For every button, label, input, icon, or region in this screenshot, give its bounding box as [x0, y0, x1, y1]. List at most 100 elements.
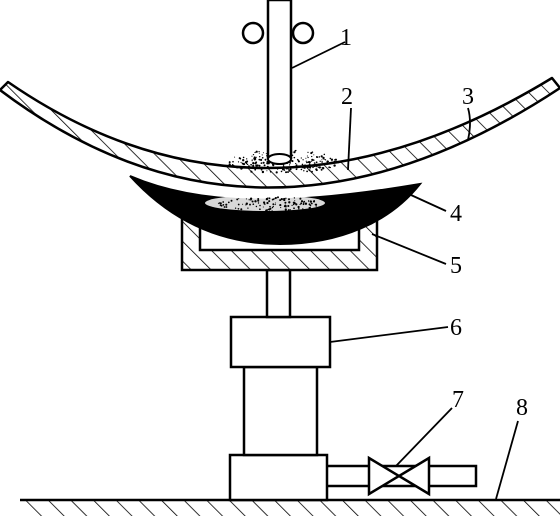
powder-dot [246, 158, 248, 160]
powder-dot [258, 164, 261, 167]
base-block [228, 453, 329, 502]
powder-dot [237, 203, 240, 206]
powder-dot [316, 155, 318, 158]
powder-dot [279, 199, 282, 202]
powder-dot [252, 162, 255, 165]
powder-dot [310, 202, 313, 205]
powder-dot [231, 164, 234, 166]
powder-dot [265, 197, 269, 201]
powder-dot [268, 200, 271, 203]
powder-dot [311, 155, 313, 158]
powder-dot [254, 151, 256, 154]
powder-dot [295, 149, 297, 151]
callout-4: 4 [450, 201, 462, 227]
powder-dot [329, 166, 331, 169]
powder-dot [242, 166, 245, 169]
powder-dot [265, 152, 267, 155]
powder-dot [265, 209, 268, 212]
powder-dot [260, 168, 263, 171]
powder-dot [260, 158, 263, 161]
powder-dot [266, 201, 269, 205]
powder-dot [297, 160, 300, 163]
callout-7: 7 [452, 387, 464, 413]
powder-dot [321, 161, 323, 163]
powder-dot [255, 150, 258, 153]
powder-dot [283, 205, 286, 208]
powder-dot [308, 160, 311, 164]
callout-2: 2 [341, 84, 353, 110]
powder-dot [234, 207, 237, 209]
powder-dot [274, 202, 276, 204]
powder-dot [274, 203, 276, 206]
powder-dot [320, 168, 323, 171]
powder-dot [225, 203, 228, 206]
powder-dot [269, 207, 272, 210]
powder-dot [301, 163, 304, 166]
powder-dot [261, 170, 265, 174]
powder-dot [274, 197, 277, 199]
powder-dot [240, 208, 243, 211]
powder-dot [280, 197, 283, 201]
powder-dot [251, 200, 254, 203]
powder-dot [285, 197, 287, 199]
powder-dot [272, 164, 275, 167]
powder-dot [302, 165, 305, 167]
powder-dot [247, 207, 249, 209]
powder-dot [271, 210, 273, 212]
powder-dot [289, 209, 291, 211]
powder-dot [303, 200, 306, 203]
powder-dot [217, 203, 219, 205]
powder-dot [300, 168, 303, 171]
powder-dot [321, 159, 323, 161]
powder-dot [232, 160, 234, 163]
powder-dot [254, 158, 257, 160]
powder-dot [234, 156, 236, 158]
powder-dot [280, 170, 283, 173]
powder-dot [308, 199, 310, 202]
powder-dot [322, 167, 325, 170]
powder-dot [262, 161, 265, 164]
powder-dot [296, 164, 298, 166]
powder-dot [297, 165, 299, 167]
powder-dot [313, 162, 316, 164]
powder-dot [262, 201, 266, 204]
powder-dot [299, 197, 302, 200]
powder-dot [253, 157, 256, 160]
powder-dot [240, 167, 242, 169]
powder-dot [315, 205, 317, 207]
powder-dot [261, 156, 264, 159]
powder-dot [255, 205, 258, 208]
powder-dot [293, 197, 296, 199]
powder-dot [292, 203, 295, 206]
powder-dot [318, 166, 321, 169]
powder-dot [312, 166, 314, 169]
powder-dot [308, 164, 311, 167]
powder-dot [252, 164, 255, 167]
powder-dot [291, 204, 293, 207]
powder-dot [308, 206, 312, 210]
leader-lines [291, 41, 519, 500]
roller-left-icon [241, 21, 265, 45]
powder-dot [322, 162, 325, 165]
powder-dot [283, 166, 285, 168]
powder-dot [293, 156, 296, 159]
powder-dot [268, 197, 271, 200]
powder-dot [249, 203, 251, 206]
powder-spray [217, 149, 340, 212]
curved-plate [0, 76, 560, 189]
powder-dot [311, 158, 314, 162]
powder-dot [259, 167, 262, 169]
powder-dot [295, 203, 298, 206]
powder-dot [236, 166, 239, 169]
powder-dot [266, 165, 269, 168]
powder-dot [228, 161, 231, 164]
powder-dot [272, 166, 274, 169]
powder-dot [308, 201, 310, 203]
powder-dot [330, 158, 334, 161]
powder-dot [237, 161, 240, 163]
powder-dot [246, 160, 249, 163]
powder-dot [272, 205, 274, 208]
powder-dot [302, 159, 304, 161]
powder-dot [269, 205, 271, 208]
